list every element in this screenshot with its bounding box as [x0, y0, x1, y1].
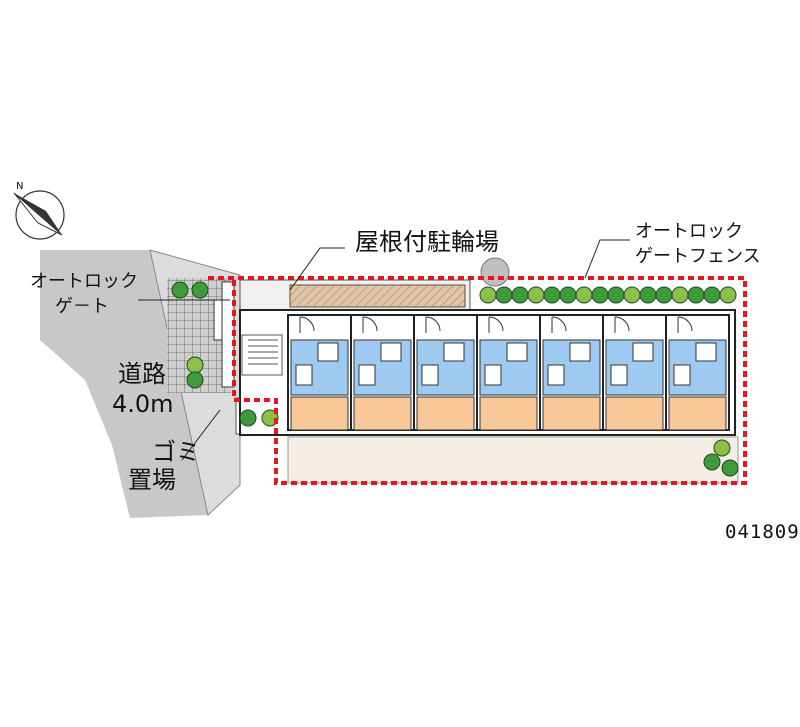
autolock-gate-label-1: オートロック — [30, 271, 138, 292]
tree-icon — [480, 257, 510, 287]
shrub-icon — [186, 356, 204, 374]
apartment-unit — [602, 314, 667, 431]
shrub-icon — [171, 281, 189, 299]
shrub-icon — [575, 286, 593, 304]
shrub-icon — [495, 286, 513, 304]
property-id: 041809 — [725, 521, 800, 543]
walkway — [287, 436, 739, 484]
shrub-icon — [527, 286, 545, 304]
shrub-icon — [671, 286, 689, 304]
apartment-unit — [413, 314, 478, 431]
shrub-icon — [703, 286, 721, 304]
shrub-icon — [186, 371, 204, 389]
shrub-icon — [479, 286, 497, 304]
road — [40, 250, 208, 518]
bicycle-parking-label: 屋根付駐輪場 — [355, 228, 499, 256]
staircase — [241, 334, 283, 376]
autolock-gate-label-2: ゲ－ト — [55, 296, 109, 317]
apartment-unit — [287, 314, 352, 431]
shrub-icon — [559, 286, 577, 304]
shrub-icon — [703, 453, 721, 471]
apartment-unit — [539, 314, 604, 431]
leader-lines — [138, 239, 630, 461]
shrub-icon — [239, 409, 257, 427]
shrub-icon — [713, 439, 731, 457]
north-arrow-icon: N — [13, 181, 65, 240]
garbage-label-1: ゴミ — [152, 438, 200, 466]
garbage-label-2: 置場 — [128, 466, 176, 494]
apartment-units — [287, 314, 730, 431]
shrub-icon — [721, 459, 739, 477]
shrub-icon — [655, 286, 673, 304]
apartment-unit — [476, 314, 541, 431]
shrub-icon — [623, 286, 641, 304]
shrub-icon — [543, 286, 561, 304]
autolock-fence-label-1: オートロック — [635, 221, 743, 242]
shrub-icon — [719, 286, 737, 304]
shrub-icon — [639, 286, 657, 304]
apartment-unit — [350, 314, 415, 431]
road-label-2: 4.0m — [112, 390, 174, 418]
greenery — [171, 257, 739, 477]
autolock-fence-label-2: ゲートフェンス — [635, 246, 761, 267]
apartment-unit — [665, 314, 730, 431]
property-boundary — [208, 276, 747, 485]
shrub-icon — [591, 286, 609, 304]
shrub-icon — [191, 281, 209, 299]
shrub-icon — [607, 286, 625, 304]
gate-leaf — [213, 299, 223, 341]
bicycle-roof — [289, 284, 466, 308]
shrub-icon — [687, 286, 705, 304]
shrub-icon — [511, 286, 529, 304]
svg-text:N: N — [16, 181, 23, 192]
road-label-1: 道路 — [118, 360, 166, 388]
